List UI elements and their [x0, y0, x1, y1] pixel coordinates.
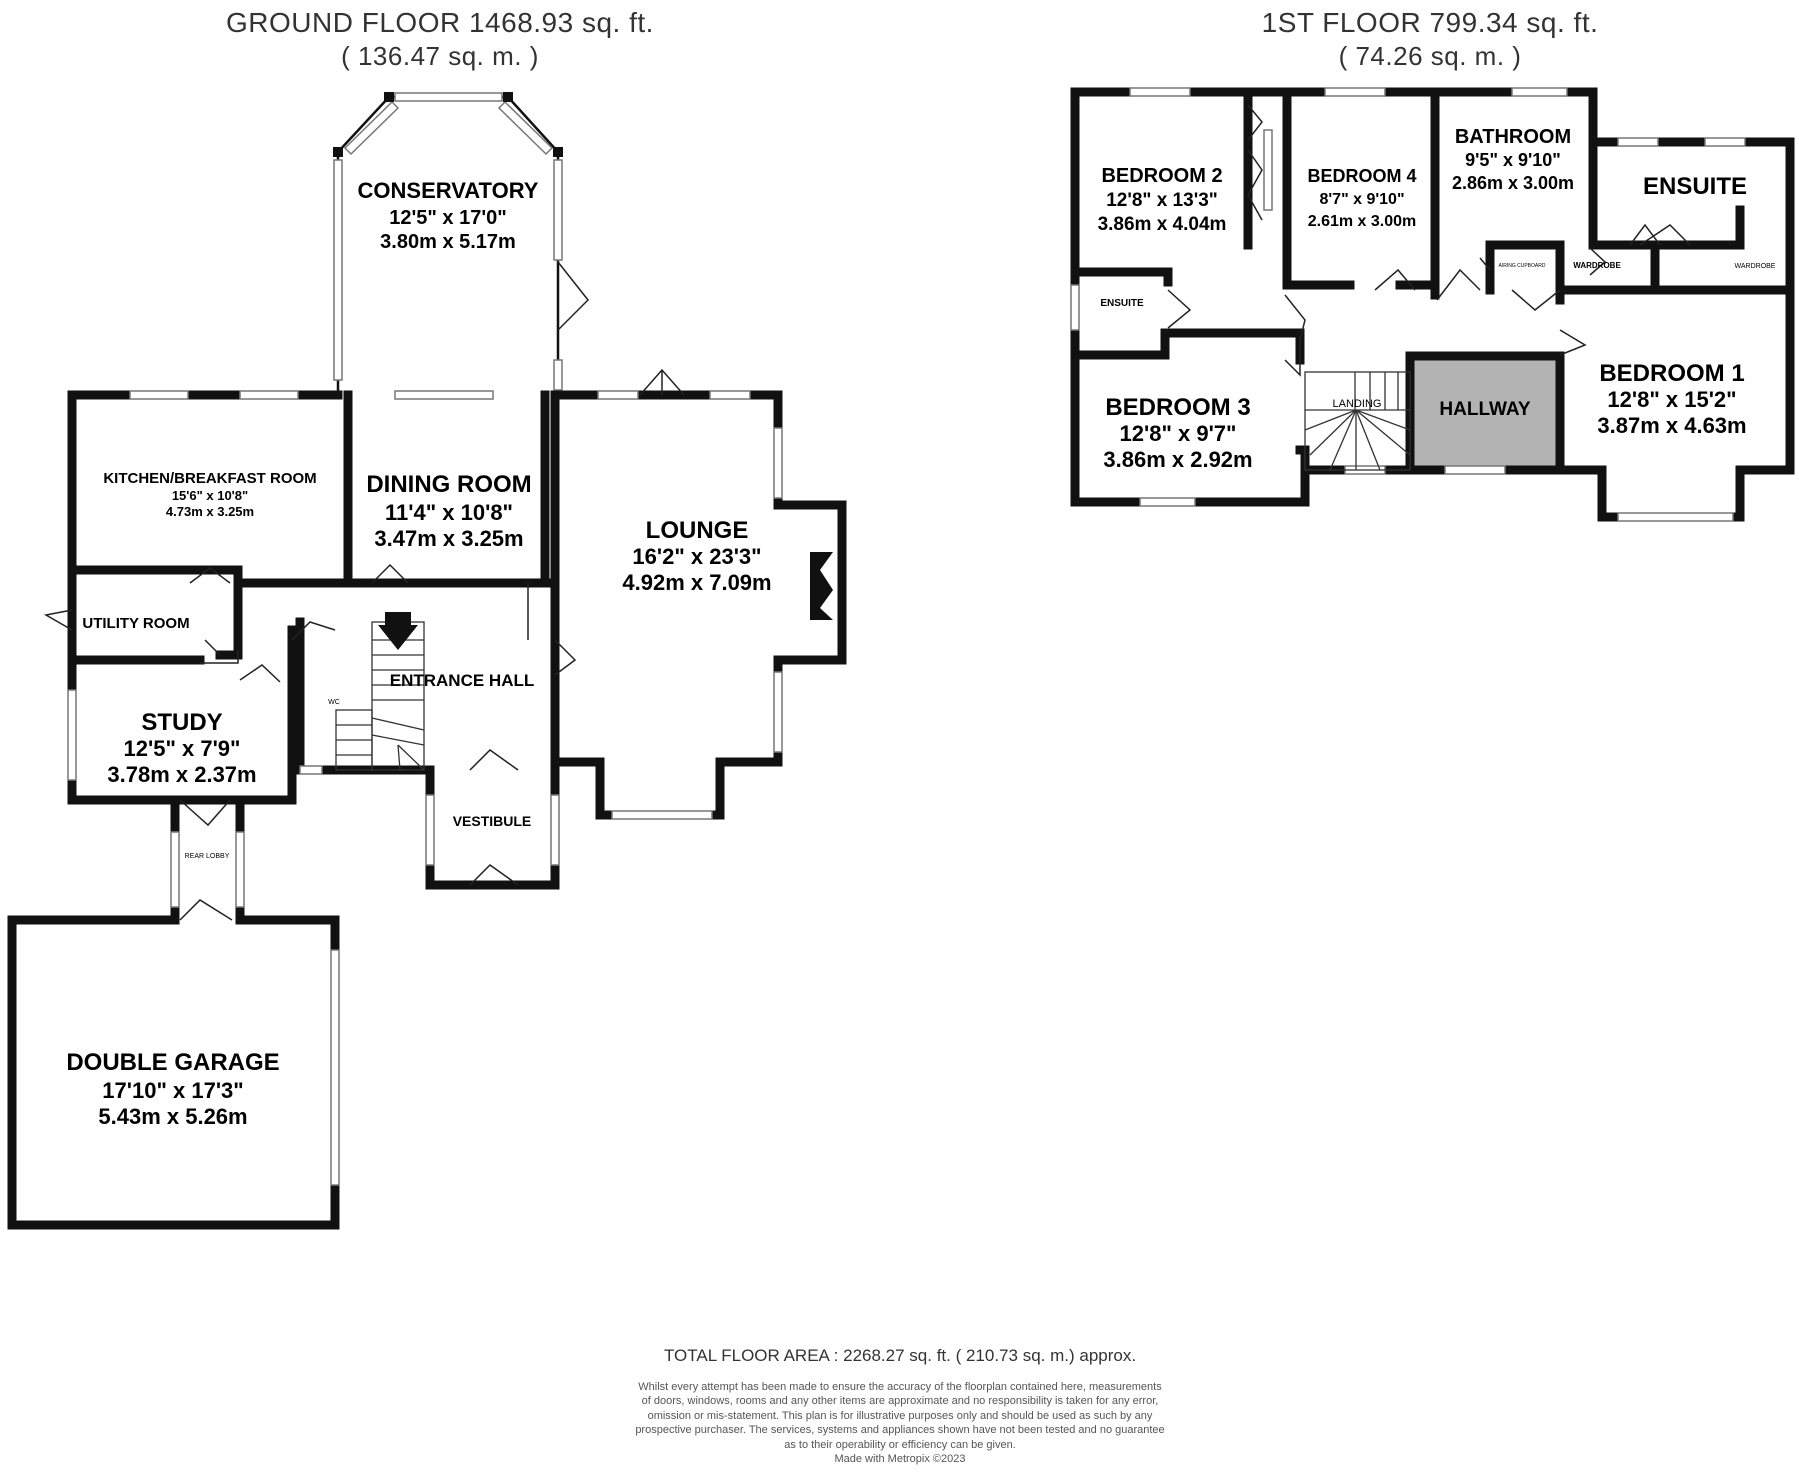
ground-floor-plan: [7, 92, 847, 1230]
disclaimer-line: Whilst every attempt has been made to en…: [638, 1381, 1162, 1393]
conservatory-imperial: 12'5" x 17'0": [389, 207, 506, 229]
dining-metric: 3.47m x 3.25m: [374, 526, 523, 551]
wc-label: WC: [328, 699, 340, 706]
conservatory-metric: 3.80m x 5.17m: [380, 231, 516, 253]
ensuite-main-label: ENSUITE: [1643, 173, 1747, 200]
bedroom4-label: BEDROOM 4: [1307, 166, 1416, 186]
wardrobe-2-label: WARDROBE: [1735, 263, 1776, 270]
disclaimer-line: omission or mis-statement. This plan is …: [647, 1409, 1153, 1422]
disclaimer-line: as to their operability or efficiency ca…: [784, 1438, 1016, 1451]
lounge-metric: 4.92m x 7.09m: [622, 570, 771, 595]
bedroom1-label: BEDROOM 1: [1599, 360, 1744, 387]
bedroom3-imperial: 12'8" x 9'7": [1120, 421, 1237, 446]
bedroom3-metric: 3.86m x 2.92m: [1103, 447, 1252, 472]
ground-floor-labels: CONSERVATORY 12'5" x 17'0" 3.80m x 5.17m…: [66, 178, 771, 1129]
airing-cupboard-label: AIRING CUPBOARD: [1499, 263, 1546, 269]
first-floor-heading: 1ST FLOOR 799.34 sq. ft. ( 74.26 sq. m. …: [1130, 6, 1730, 72]
bedroom2-metric: 3.86m x 4.04m: [1098, 214, 1227, 235]
ground-floor-area-metric: ( 136.47 sq. m. ): [341, 41, 539, 71]
kitchen-metric: 4.73m x 3.25m: [166, 504, 254, 519]
landing-label: LANDING: [1333, 398, 1382, 410]
garage-imperial: 17'10" x 17'3": [102, 1078, 243, 1103]
wardrobe-1-label: WARDROBE: [1573, 261, 1621, 270]
hallway-fill: [1414, 358, 1557, 470]
utility-label: UTILITY ROOM: [82, 615, 189, 632]
bedroom1-metric: 3.87m x 4.63m: [1597, 413, 1746, 438]
first-floor-title: 1ST FLOOR 799.34 sq. ft.: [1261, 7, 1599, 38]
ground-floor-heading: GROUND FLOOR 1468.93 sq. ft. ( 136.47 sq…: [150, 6, 730, 72]
ground-floor-title: GROUND FLOOR 1468.93 sq. ft.: [226, 7, 654, 38]
dining-label: DINING ROOM: [366, 471, 531, 498]
bedroom2-imperial: 12'8" x 13'3": [1106, 190, 1218, 211]
conservatory-label: CONSERVATORY: [358, 178, 539, 203]
bathroom-label: BATHROOM: [1455, 126, 1571, 148]
bedroom4-metric: 2.61m x 3.00m: [1308, 213, 1417, 230]
study-metric: 3.78m x 2.37m: [107, 762, 256, 787]
study-label: STUDY: [141, 709, 222, 736]
first-floor-plan: [1070, 87, 1795, 522]
total-floor-area: TOTAL FLOOR AREA : 2268.27 sq. ft. ( 210…: [663, 1346, 1137, 1365]
bedroom3-label: BEDROOM 3: [1105, 394, 1250, 421]
first-floor-labels: BEDROOM 2 12'8" x 13'3" 3.86m x 4.04m BE…: [1098, 126, 1776, 472]
vestibule-label: VESTIBULE: [453, 813, 532, 829]
lounge-imperial: 16'2" x 23'3": [632, 544, 761, 569]
kitchen-label: KITCHEN/BREAKFAST ROOM: [103, 470, 316, 487]
disclaimer: Whilst every attempt has been made to en…: [560, 1380, 1240, 1466]
bathroom-imperial: 9'5" x 9'10": [1465, 150, 1561, 170]
garage-metric: 5.43m x 5.26m: [98, 1104, 247, 1129]
bedroom4-imperial: 8'7" x 9'10": [1319, 191, 1404, 208]
bathroom-metric: 2.86m x 3.00m: [1452, 173, 1574, 193]
first-floor-stairs: [1304, 371, 1411, 471]
study-imperial: 12'5" x 7'9": [124, 736, 241, 761]
disclaimer-line: of doors, windows, rooms and any other i…: [641, 1395, 1159, 1408]
kitchen-imperial: 15'6" x 10'8": [172, 488, 248, 503]
entrance-hall-label: ENTRANCE HALL: [390, 671, 535, 690]
bedroom2-label: BEDROOM 2: [1101, 165, 1222, 187]
dining-imperial: 11'4" x 10'8": [385, 500, 513, 525]
ensuite-small-label: ENSUITE: [1100, 298, 1144, 309]
rear-lobby-label: REAR LOBBY: [185, 853, 230, 860]
fireplace-icon: [810, 552, 833, 620]
bedroom1-imperial: 12'8" x 15'2": [1607, 387, 1736, 412]
made-with-credit: Made with Metropix ©2023: [834, 1453, 966, 1466]
first-floor-area-metric: ( 74.26 sq. m. ): [1338, 41, 1522, 71]
disclaimer-line: prospective purchaser. The services, sys…: [635, 1424, 1165, 1437]
conservatory-outline: [333, 92, 590, 392]
lounge-label: LOUNGE: [646, 517, 749, 544]
ground-stairs: [335, 612, 425, 771]
hallway-label: HALLWAY: [1439, 399, 1530, 420]
garage-label: DOUBLE GARAGE: [66, 1049, 279, 1076]
